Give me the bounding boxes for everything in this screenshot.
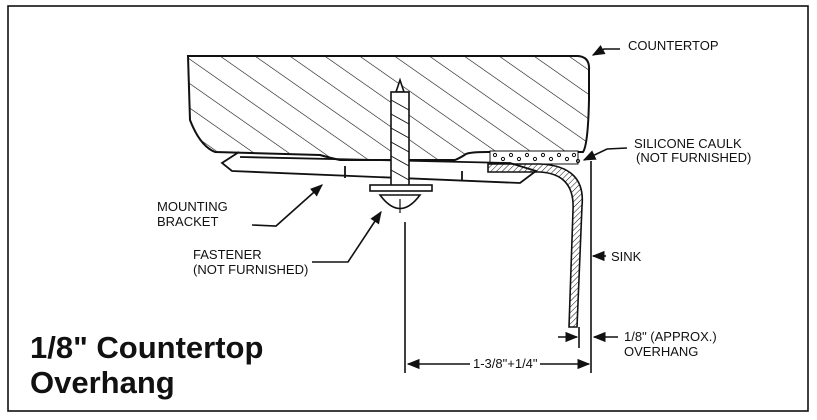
diagram-title-line-1: 1/8" Countertop (30, 330, 264, 365)
sink-label: SINK (611, 249, 642, 264)
leader-lines (251, 44, 628, 263)
mounting-bracket-label-2: BRACKET (157, 214, 219, 229)
countertop-label: COUNTERTOP (628, 38, 719, 53)
fastener-note: (NOT FURNISHED) (193, 262, 309, 277)
countertop-slab (186, 55, 591, 161)
silicone-caulk (489, 150, 581, 165)
fastener (369, 77, 433, 213)
fastener-label: FASTENER (193, 247, 262, 262)
overhang-note: OVERHANG (624, 344, 699, 359)
overhang-label: 1/8" (APPROX.) (624, 329, 717, 344)
mounting-bracket-label-1: MOUNTING (157, 199, 228, 214)
sink-wall (487, 163, 584, 328)
mounting-bracket (220, 151, 538, 184)
silicone-caulk-note: (NOT FURNISHED) (636, 150, 752, 165)
dimension-label: 1-3/8"+1/4" (473, 356, 538, 371)
dimension-lines (404, 161, 618, 373)
frame-border (7, 5, 809, 412)
silicone-caulk-label: SILICONE CAULK (634, 136, 742, 151)
diagram-title-line-2: Overhang (30, 365, 175, 400)
